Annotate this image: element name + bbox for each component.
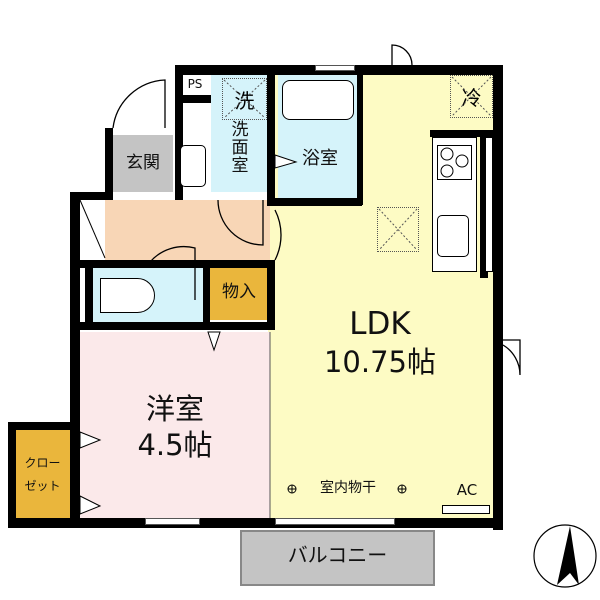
- sink-icon: [437, 215, 469, 257]
- balcony-floor: [237, 527, 438, 589]
- bath-label: 浴室: [302, 148, 338, 169]
- stove-icon: [437, 145, 472, 180]
- ldk-size: 10.75帖: [323, 345, 437, 379]
- western-size: 4.5帖: [137, 428, 213, 462]
- washroom-floor: [211, 72, 267, 192]
- western-window[interactable]: [145, 518, 200, 525]
- wall-closet-left: [8, 422, 16, 527]
- wall-bath-bottom: [267, 198, 362, 206]
- wash-basin-icon: [180, 145, 206, 187]
- ac-unit: [442, 505, 490, 514]
- storage-floor: [210, 266, 268, 320]
- wall-ps: [175, 65, 183, 200]
- wall-left-entry: [105, 128, 113, 200]
- wall-kitchen-right: [480, 130, 488, 278]
- ps-label: PS: [187, 77, 203, 91]
- wall-kitchen-top: [430, 130, 500, 137]
- wall-bath-right: [357, 65, 363, 205]
- bathtub-icon: [282, 80, 354, 120]
- hallway-floor: [105, 200, 270, 262]
- storage-hatch: [377, 207, 419, 252]
- closet-floor: [15, 430, 70, 518]
- bath-window[interactable]: [315, 65, 355, 71]
- wall-left-upper: [70, 192, 80, 527]
- western-name: 洋室: [145, 392, 204, 426]
- ldk-name: LDK: [349, 306, 411, 342]
- entrance-floor: [113, 135, 173, 192]
- balcony-label: バルコニー: [287, 543, 388, 567]
- washroom-label: 洗 面 室: [231, 120, 249, 176]
- wall-ldk-left: [267, 260, 275, 330]
- wall-entry-top: [70, 192, 110, 200]
- western-room-floor: [78, 332, 270, 520]
- wall-bottom: [8, 518, 503, 528]
- wall-wash-right: [267, 65, 275, 200]
- kitchen-counter: [432, 137, 477, 272]
- wall-toilet-bottom: [80, 322, 275, 330]
- toilet-icon: [100, 278, 155, 313]
- drying-label: 室内物干: [320, 480, 376, 496]
- wall-closet: [8, 422, 80, 430]
- closet-label-1: クロー: [24, 456, 61, 470]
- wall-toilet-left: [85, 265, 93, 327]
- wall-hall-bottom: [80, 260, 275, 268]
- wall-ps-bottom: [175, 95, 211, 103]
- wall-storage-left: [203, 265, 210, 327]
- balcony-window[interactable]: [275, 518, 395, 525]
- storage-label: 物入: [222, 282, 256, 302]
- fridge-space: [485, 137, 493, 272]
- wall-right: [493, 65, 503, 530]
- closet-label-2: ゼット: [24, 479, 61, 493]
- ac-label: AC: [456, 481, 478, 499]
- entrance-label: 玄関: [126, 153, 160, 173]
